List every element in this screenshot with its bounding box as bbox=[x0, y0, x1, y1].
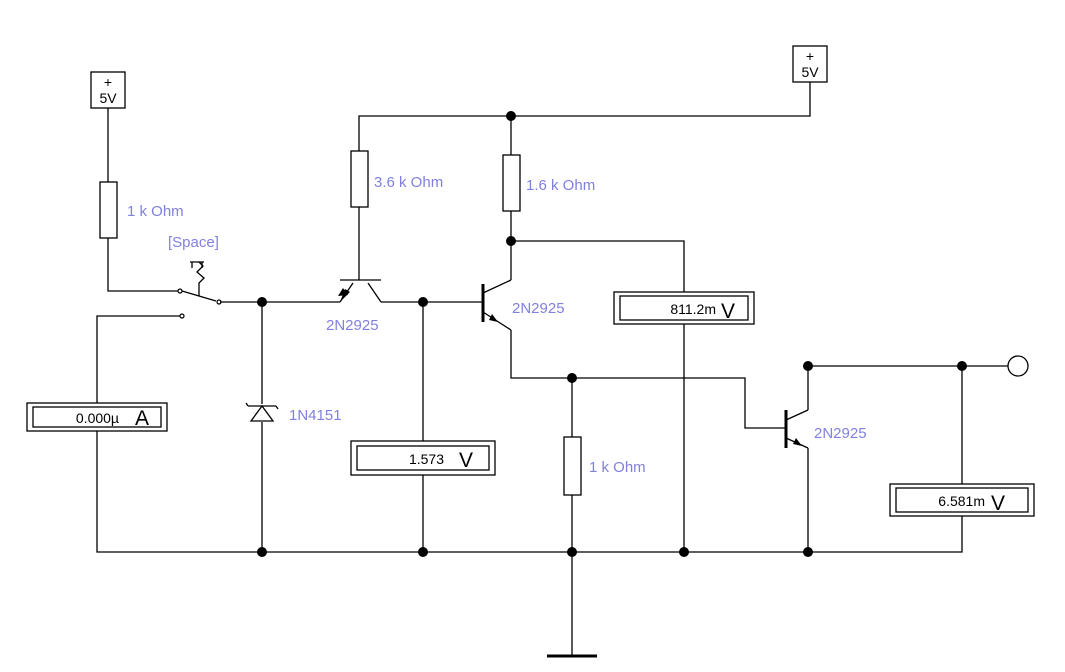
transistor-q1-label: 2N2925 bbox=[326, 317, 379, 334]
ammeter-value: 0.000µ bbox=[76, 410, 119, 426]
resistor-emitter-label: 1 k Ohm bbox=[589, 459, 646, 476]
switch-key-label: [Space] bbox=[168, 234, 219, 251]
voltmeter-collector-unit: V bbox=[721, 300, 735, 323]
junction-nodes bbox=[257, 111, 967, 557]
output-terminal[interactable] bbox=[1007, 355, 1029, 377]
transistor-q2-label: 2N2925 bbox=[512, 300, 565, 317]
wires bbox=[96, 82, 1008, 655]
voltmeter-base[interactable]: 1.573 V bbox=[350, 440, 496, 476]
source-right-plus: + bbox=[806, 48, 814, 64]
voltmeter-base-unit: V bbox=[459, 449, 473, 472]
ammeter[interactable]: 0.000µ A bbox=[26, 402, 168, 432]
source-left-value: 5V bbox=[99, 90, 117, 106]
voltmeter-output-unit: V bbox=[991, 492, 1005, 515]
transistor-q1[interactable] bbox=[338, 279, 382, 303]
voltmeter-collector-value: 811.2m bbox=[670, 301, 716, 317]
source-left-plus: + bbox=[104, 74, 112, 90]
voltmeter-output[interactable]: 6.581m V bbox=[889, 483, 1035, 517]
voltmeter-output-value: 6.581m bbox=[938, 493, 985, 509]
resistor-collector-label: 1.6 k Ohm bbox=[526, 177, 595, 194]
diode-label: 1N4151 bbox=[289, 407, 342, 424]
resistor-input-label: 1 k Ohm bbox=[127, 203, 184, 220]
transistor-q3[interactable] bbox=[783, 409, 809, 449]
transistor-q2[interactable] bbox=[480, 279, 512, 331]
voltmeter-base-value: 1.573 bbox=[409, 451, 444, 467]
source-right-value: 5V bbox=[801, 64, 819, 80]
voltage-source-right[interactable]: + 5V bbox=[792, 45, 828, 83]
resistor-emitter[interactable] bbox=[563, 436, 582, 496]
resistor-input[interactable] bbox=[99, 181, 118, 239]
ammeter-unit: A bbox=[135, 407, 149, 430]
voltage-source-left[interactable]: + 5V bbox=[90, 71, 126, 109]
resistor-collector[interactable] bbox=[502, 154, 521, 212]
voltmeter-collector[interactable]: 811.2m V bbox=[613, 291, 755, 325]
diode-1n4151[interactable] bbox=[245, 402, 279, 422]
space-switch[interactable] bbox=[177, 261, 222, 319]
resistor-base-label: 3.6 k Ohm bbox=[374, 174, 443, 191]
resistor-base[interactable] bbox=[350, 150, 369, 208]
transistor-q3-label: 2N2925 bbox=[814, 425, 867, 442]
